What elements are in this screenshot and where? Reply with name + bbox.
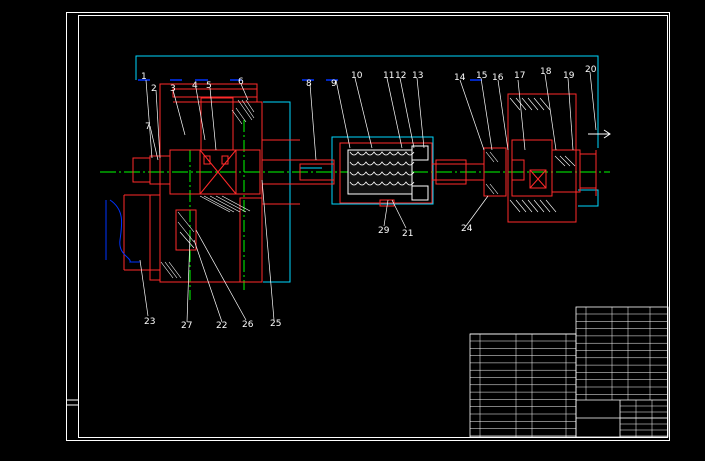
- part-labels: 1 2 3 4 5 6 7 8 9 10 11 12 13 14 15 16 1…: [141, 65, 597, 331]
- outer-border: [66, 12, 670, 441]
- leader-lines: [139, 71, 597, 323]
- part-label: 12: [395, 71, 406, 81]
- part-label: 27: [181, 321, 192, 331]
- worm-gear-section: [339, 142, 433, 207]
- inner-border: [78, 15, 668, 438]
- auxiliary-outline: [135, 55, 599, 283]
- part-label: 5: [206, 81, 212, 91]
- part-label: 26: [242, 320, 254, 330]
- part-label: 19: [563, 71, 575, 81]
- part-label: 3: [170, 84, 176, 94]
- part-label: 13: [412, 71, 423, 81]
- part-label: 17: [514, 71, 525, 81]
- part-label: 20: [585, 65, 597, 75]
- cable-line: [105, 199, 140, 263]
- part-label: 2: [151, 84, 157, 94]
- part-label: 10: [351, 71, 363, 81]
- part-label: 18: [540, 67, 552, 77]
- part-label: 6: [238, 77, 244, 87]
- part-label: 8: [306, 79, 312, 89]
- part-label: 15: [476, 71, 487, 81]
- gearbox-hatching: [160, 99, 255, 279]
- bearing-housing: [483, 93, 597, 223]
- gearbox-assembly: [123, 83, 300, 283]
- arrow-indicator: [588, 129, 611, 139]
- part-label: 23: [144, 317, 155, 327]
- part-label: 14: [454, 73, 466, 83]
- bearing-hatching: [485, 97, 576, 213]
- parts-list-grid: [470, 307, 668, 437]
- part-label: 24: [461, 224, 473, 234]
- part-label: 11: [383, 71, 394, 81]
- title-block: [469, 306, 669, 438]
- part-label: 22: [216, 321, 227, 331]
- part-label: 1: [141, 72, 147, 82]
- part-label: 4: [192, 81, 198, 91]
- part-label: 9: [331, 79, 337, 89]
- part-label: 16: [492, 73, 504, 83]
- part-label: 21: [402, 229, 413, 239]
- part-label: 29: [378, 226, 390, 236]
- part-label: 7: [145, 122, 151, 132]
- part-label: 25: [270, 319, 281, 329]
